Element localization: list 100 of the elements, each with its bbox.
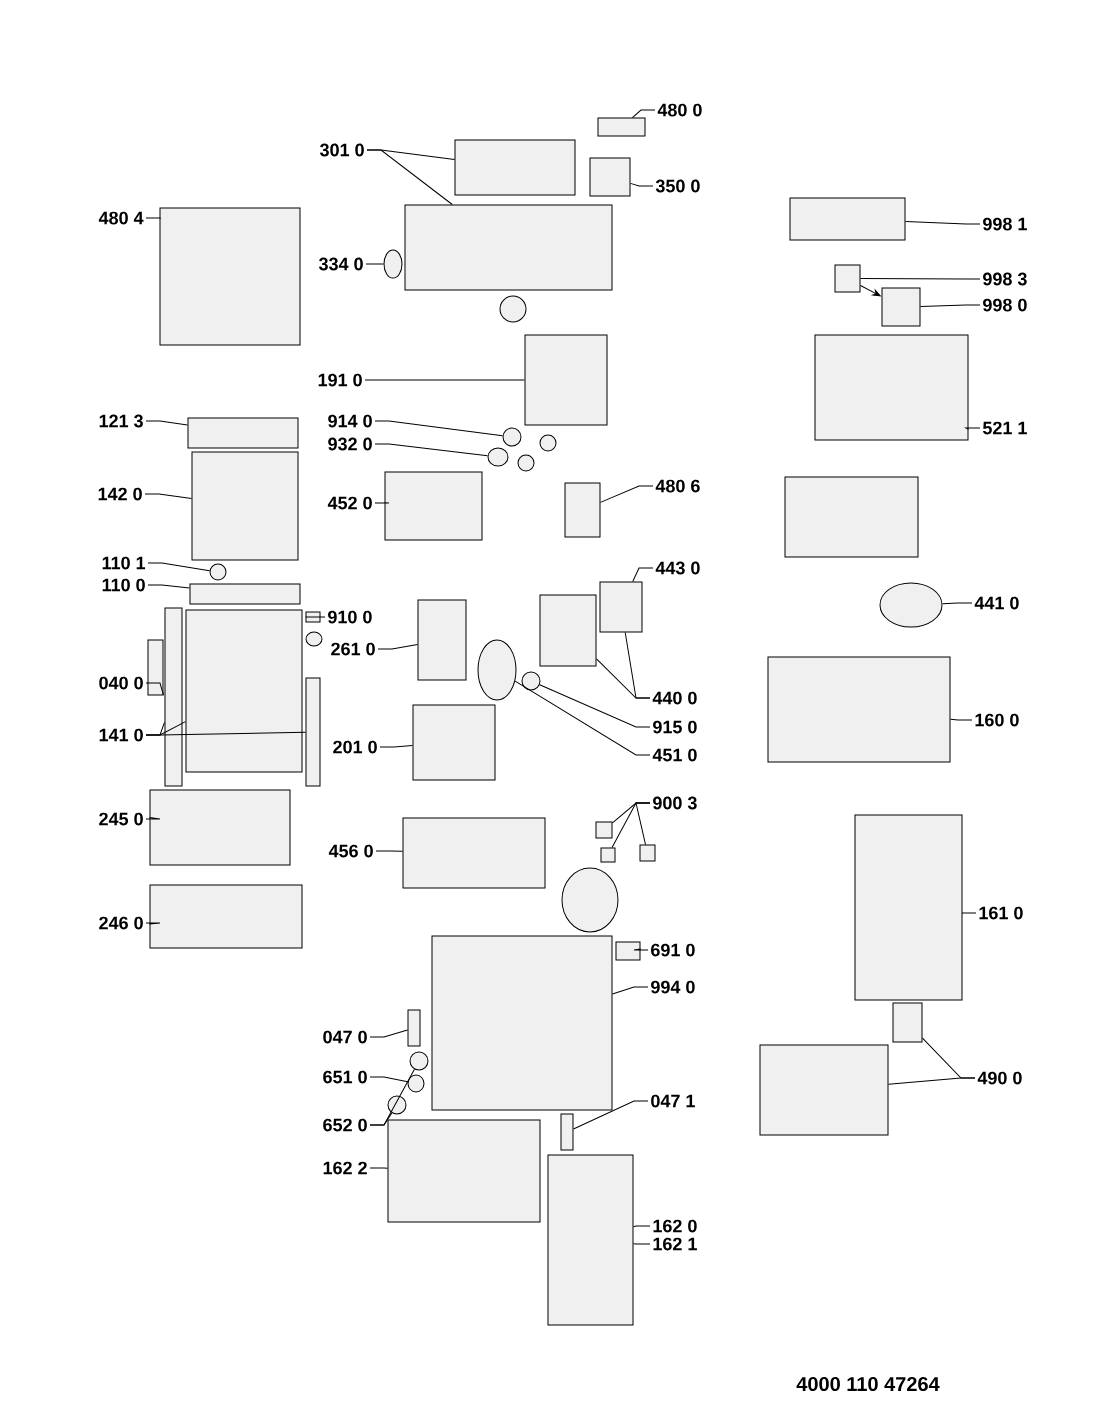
callout-number: 047 0 (323, 1030, 367, 1044)
callout-number: 142 0 (98, 487, 142, 501)
callout-number: 301 0 (319, 143, 364, 157)
leader-line (624, 632, 651, 699)
part-drawing (412, 704, 496, 781)
callout-number: 652 0 (323, 1118, 367, 1132)
callout-number: 191 0 (318, 373, 362, 387)
callout-number: 161 0 (979, 906, 1023, 920)
part-drawing (560, 1113, 574, 1151)
leader-line (941, 602, 973, 605)
callout-number: 490 0 (977, 1071, 1022, 1085)
leader-line (374, 420, 504, 437)
callout-number: 245 0 (99, 812, 143, 826)
part-number: 4000 110 47264 (796, 1376, 940, 1392)
leader-line (305, 616, 326, 618)
callout-number: 452 0 (327, 496, 372, 510)
leader-line (888, 1077, 976, 1085)
callout-number: 443 0 (655, 561, 700, 575)
callout-number: 910 0 (328, 610, 372, 624)
callout-number: 334 0 (318, 257, 363, 271)
callout-number: 994 0 (651, 980, 695, 994)
part-drawing (454, 139, 576, 196)
callout-number: 651 0 (323, 1070, 367, 1084)
leader-line (961, 912, 977, 914)
callout-number: 121 3 (99, 414, 143, 428)
callout-number: 480 6 (655, 479, 700, 493)
leader-line (379, 745, 413, 748)
part-drawing (402, 817, 546, 889)
leader-line (635, 802, 651, 845)
callout-number: 110 0 (102, 578, 145, 592)
part-drawing (524, 334, 608, 426)
callout-number: 998 0 (983, 298, 1027, 312)
callout-number: 246 0 (99, 916, 143, 930)
callout-number: 261 0 (331, 642, 375, 656)
callout-number: 440 0 (652, 691, 697, 705)
leader-line (633, 1225, 651, 1228)
callout-number: 162 2 (323, 1161, 367, 1175)
part-drawing (599, 581, 643, 633)
part-drawing (149, 884, 303, 949)
part-drawing (881, 287, 921, 327)
leader-line (375, 850, 403, 852)
part-drawing (854, 814, 963, 1001)
callout-number: 691 0 (651, 943, 695, 957)
leader-line (905, 220, 981, 225)
leader-line (860, 278, 981, 280)
part-drawing (384, 471, 483, 541)
part-drawing (759, 1044, 889, 1136)
callout-number: 040 0 (99, 676, 143, 690)
leader-line (573, 1100, 649, 1130)
leader-line (633, 1243, 651, 1245)
part-drawing (595, 821, 613, 839)
part-drawing (187, 417, 299, 449)
part-drawing (305, 677, 321, 787)
leader-line (145, 420, 188, 426)
part-drawing (189, 583, 301, 605)
callout-number: 350 0 (655, 179, 700, 193)
leader-line (147, 584, 190, 589)
part-drawing (305, 631, 323, 647)
part-drawing (502, 427, 522, 447)
part-drawing (387, 1095, 407, 1115)
part-drawing (185, 609, 303, 773)
part-drawing (407, 1074, 425, 1093)
callout-number: 047 1 (651, 1094, 695, 1108)
part-drawing (597, 117, 646, 137)
leader-line (965, 427, 981, 430)
part-drawing (191, 451, 299, 561)
callout-number: 932 0 (328, 437, 372, 451)
part-drawing (767, 656, 951, 763)
callout-number: 451 0 (652, 748, 697, 762)
part-drawing (431, 935, 613, 1111)
callout-number: 521 1 (982, 421, 1027, 435)
part-drawing (521, 671, 541, 691)
part-drawing (409, 1051, 429, 1071)
leader-line (145, 682, 164, 696)
leader-line (369, 1029, 408, 1038)
leader-line (950, 718, 973, 721)
leader-line (365, 263, 384, 265)
leader-line (374, 443, 489, 457)
callout-number: 480 4 (98, 211, 144, 225)
part-drawing (149, 789, 291, 866)
part-drawing (561, 867, 619, 933)
leader-line (364, 379, 525, 381)
leader-line (369, 1112, 393, 1126)
leader-line (633, 948, 649, 951)
callout-number: 441 0 (974, 596, 1019, 610)
leader-line (144, 493, 192, 500)
callout-number: 480 0 (657, 103, 702, 117)
part-drawing (539, 594, 597, 667)
leader-line (612, 986, 649, 995)
part-drawing (209, 563, 227, 581)
leader-line (147, 562, 211, 572)
part-drawing (477, 639, 517, 701)
arrow (860, 284, 881, 297)
callout-number: 160 0 (975, 713, 1019, 727)
part-drawing (834, 264, 861, 293)
part-drawing (383, 249, 403, 279)
leader-line (630, 182, 654, 187)
part-drawing (407, 1009, 421, 1047)
part-drawing (814, 334, 969, 441)
leader-line (631, 109, 656, 118)
